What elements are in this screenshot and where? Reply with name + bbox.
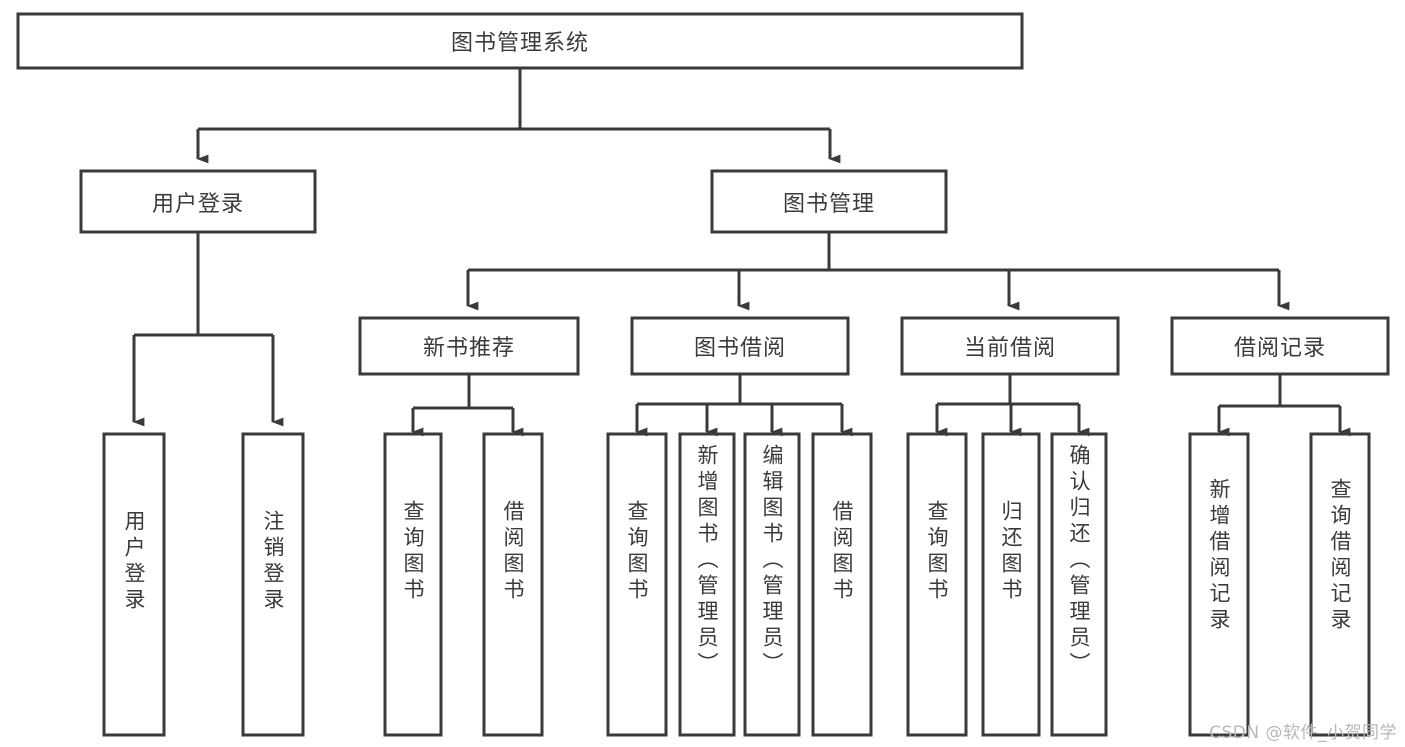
node-box-leaf-borrow-book-rec[interactable] [482,432,544,737]
node-box-leaf-add-book[interactable] [678,432,736,737]
node-box-leaf-query-book-current[interactable] [906,432,968,737]
node-box-leaf-user-login[interactable] [102,432,166,737]
csdn-watermark: CSDN @软件_小贺同学 [1209,723,1397,743]
node-box-root[interactable] [16,12,1024,70]
node-box-book-manage[interactable] [710,169,948,234]
node-box-leaf-query-record[interactable] [1309,432,1371,737]
node-box-leaf-query-book-rec[interactable] [383,432,443,737]
node-box-book-borrow[interactable] [630,316,850,376]
node-box-leaf-add-record[interactable] [1188,432,1250,737]
node-box-leaf-confirm-return[interactable] [1050,432,1108,737]
node-box-leaf-edit-book[interactable] [743,432,801,737]
node-box-current-borrow[interactable] [900,316,1120,376]
node-box-leaf-return-book[interactable] [981,432,1041,737]
node-box-leaf-query-book-borrow[interactable] [606,432,668,737]
node-box-leaf-borrow-book[interactable] [811,432,873,737]
node-box-borrow-record[interactable] [1170,316,1390,376]
node-box-new-book-rec[interactable] [358,316,580,376]
node-box-user-login[interactable] [79,169,317,234]
node-box-leaf-logout[interactable] [241,432,305,737]
